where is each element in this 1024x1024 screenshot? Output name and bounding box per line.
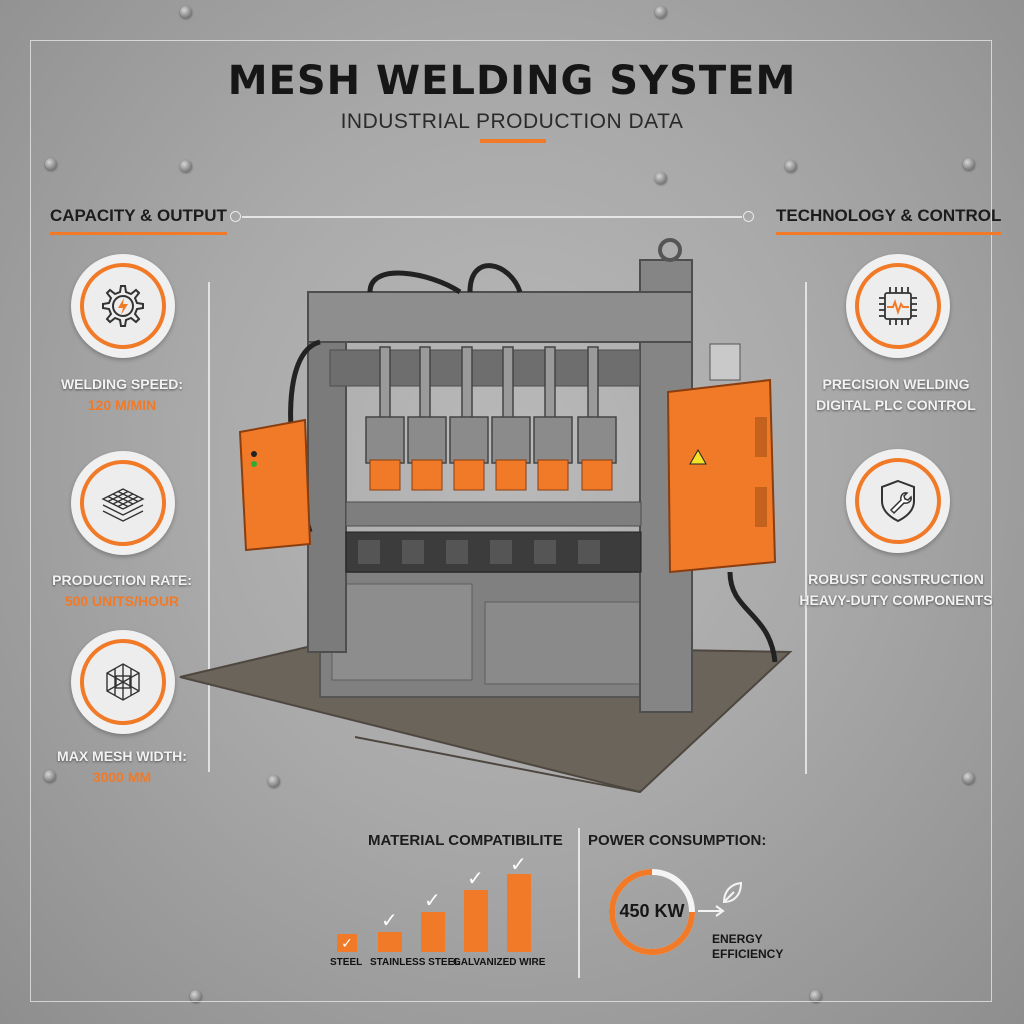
- production-rate-value: 500 UNITS/HOUR: [64, 593, 180, 609]
- material-bar: [378, 932, 402, 952]
- material-bar: [464, 890, 488, 952]
- technology-heading-text: TECHNOLOGY & CONTROL: [776, 206, 1002, 225]
- wire-grid-icon: [106, 663, 140, 701]
- mesh-width-value: 3000 MM: [92, 769, 152, 785]
- precision-badge: [846, 254, 950, 358]
- rivet: [268, 775, 280, 787]
- energy-line1: ENERGY: [712, 932, 763, 946]
- rivet: [963, 772, 975, 784]
- check-icon: ✓: [467, 868, 484, 890]
- shield-wrench-icon: [881, 479, 915, 523]
- capacity-heading-underline: [50, 232, 227, 235]
- capacity-heading: CAPACITY & OUTPUT: [50, 206, 227, 235]
- connector-dot: [230, 211, 241, 222]
- welding-machine-image: [179, 238, 793, 794]
- rivet: [785, 160, 797, 172]
- material-bar: [507, 874, 531, 952]
- connector-dot: [743, 211, 754, 222]
- capacity-heading-text: CAPACITY & OUTPUT: [50, 206, 227, 225]
- materials-heading: MATERIAL COMPATIBILITE: [368, 832, 563, 849]
- arrow-right-icon: [698, 905, 725, 917]
- welding-speed-label: WELDING SPEED:: [60, 376, 184, 392]
- technology-heading-underline: [776, 232, 1002, 235]
- circuit-chip-icon: [879, 287, 917, 325]
- precision-line2: DIGITAL PLC CONTROL: [816, 397, 976, 413]
- rivet: [963, 158, 975, 170]
- rivet: [655, 172, 667, 184]
- mesh-width-label: MAX MESH WIDTH:: [57, 748, 187, 764]
- mesh-width-badge: [71, 630, 175, 734]
- left-vertical-line: [208, 282, 210, 772]
- power-value: 450 KW: [619, 901, 685, 921]
- construction-line2: HEAVY-DUTY COMPONENTS: [799, 592, 993, 608]
- precision-line1: PRECISION WELDING: [822, 376, 970, 392]
- rivet: [180, 160, 192, 172]
- material-bar: [421, 912, 445, 952]
- check-icon: ✓: [424, 890, 441, 912]
- header-connector-line: [242, 216, 742, 218]
- precision-text: PRECISION WELDING DIGITAL PLC CONTROL: [786, 374, 1006, 416]
- construction-line1: ROBUST CONSTRUCTION: [808, 571, 984, 587]
- welding-speed-badge: [71, 254, 175, 358]
- bottom-divider: [578, 828, 580, 978]
- production-rate-badge: [71, 451, 175, 555]
- energy-efficiency-text: ENERGY EFFICIENCY: [712, 932, 784, 962]
- construction-badge: [846, 449, 950, 553]
- right-vertical-line: [805, 282, 807, 774]
- page-title: MESH WELDING SYSTEM: [227, 58, 797, 104]
- outer-frame: [30, 40, 992, 1002]
- rivet: [180, 6, 192, 18]
- steel-checkbox: ✓: [337, 934, 357, 952]
- energy-line2: EFFICIENCY: [712, 947, 784, 961]
- rivet: [655, 6, 667, 18]
- gear-lightning-icon: [102, 285, 144, 327]
- rivet: [44, 770, 56, 782]
- leaf-icon: [722, 881, 743, 904]
- power-heading: POWER CONSUMPTION:: [588, 832, 767, 849]
- rivet: [45, 158, 57, 170]
- rivet: [190, 990, 202, 1002]
- title-underline: [480, 139, 546, 143]
- welding-speed-value: 120 M/MIN: [87, 397, 157, 413]
- check-icon: ✓: [381, 910, 398, 932]
- check-icon: ✓: [510, 854, 527, 876]
- power-gauge: [609, 869, 695, 955]
- construction-text: ROBUST CONSTRUCTION HEAVY-DUTY COMPONENT…: [786, 569, 1006, 611]
- material-label-steel: STEEL: [330, 957, 363, 968]
- material-label-galvanized: GALVANIZED WIRE: [453, 957, 546, 968]
- page-subtitle: INDUSTRIAL PRODUCTION DATA: [340, 110, 684, 133]
- rivet: [810, 990, 822, 1002]
- production-rate-label: PRODUCTION RATE:: [52, 572, 192, 588]
- technology-heading: TECHNOLOGY & CONTROL: [776, 206, 1002, 235]
- material-label-stainless: STAINLESS STEEL: [370, 957, 461, 968]
- mesh-stack-icon: [101, 488, 145, 522]
